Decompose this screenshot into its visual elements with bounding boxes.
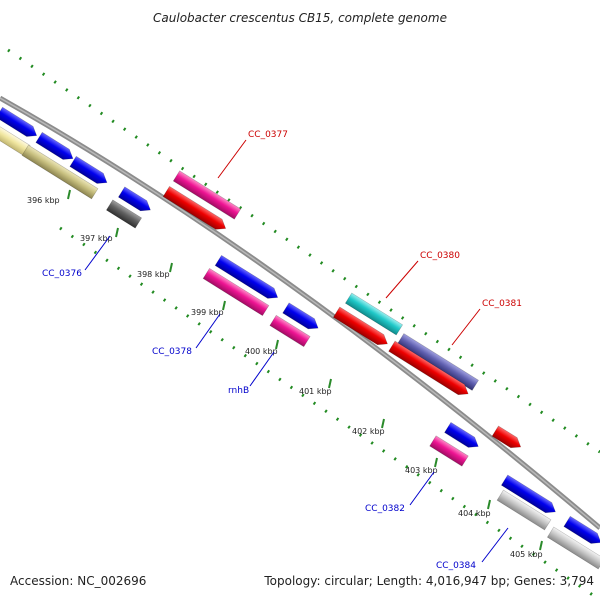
- gene-arrow: [344, 292, 404, 336]
- kbp-tick-label: 405 kbp: [510, 550, 543, 559]
- gene-arrow: [429, 435, 469, 467]
- gene-arrow: [496, 489, 552, 531]
- gene-feature: [172, 170, 242, 220]
- accession-label: Accession: NC_002696: [10, 574, 146, 588]
- kbp-ticks: 396 kbp 397 kbp 398 kbp 399 kbp 400 kbp 401 k…: [27, 189, 543, 559]
- gene-feature: [21, 144, 99, 200]
- gene-label: CC_0381: [482, 299, 522, 309]
- gene-label: CC_0377: [248, 130, 288, 140]
- kbp-tick-mark: [381, 418, 385, 429]
- topology-label: Topology: circular; Length: 4,016,947 bp…: [263, 574, 594, 588]
- kbp-tick-mark: [275, 339, 279, 350]
- gene-arrow: [332, 306, 388, 346]
- kbp-tick-label: 404 kbp: [458, 509, 491, 518]
- kbp-tick-label: 403 kbp: [405, 466, 438, 475]
- gene-feature: [388, 340, 469, 396]
- gene-label-leader: [409, 471, 435, 506]
- gene-feature: [282, 302, 319, 330]
- gene-label-leader: [451, 308, 481, 346]
- gene-label-leader: [385, 260, 419, 299]
- kbp-tick-mark: [169, 262, 173, 273]
- gene-feature: [397, 333, 479, 391]
- gene-feature: [496, 489, 552, 531]
- gene-arrow: [69, 155, 108, 184]
- backbone-highlight: [0, 97, 600, 529]
- gene-feature: [105, 199, 143, 229]
- gene-arrow: [563, 515, 600, 544]
- gene-feature: [344, 292, 404, 336]
- gene-arrow: [282, 302, 319, 330]
- kbp-tick-label: 397 kbp: [80, 234, 113, 243]
- kbp-tick-mark: [115, 227, 119, 238]
- dot-track: [59, 226, 600, 600]
- gene-feature: [0, 106, 38, 137]
- gene-features: [0, 106, 600, 570]
- gene-feature: [546, 526, 600, 570]
- gene-feature: [332, 306, 388, 346]
- gene-feature: [117, 186, 151, 212]
- gene-feature: [202, 267, 270, 317]
- gene-label: CC_0382: [365, 504, 405, 514]
- kbp-tick-label: 401 kbp: [299, 387, 332, 396]
- gene-arrow: [105, 199, 143, 229]
- gene-feature: [214, 254, 279, 299]
- gene-feature: [69, 155, 108, 184]
- gene-feature: [269, 314, 311, 348]
- kbp-tick-mark: [222, 300, 226, 311]
- gene-feature: [35, 131, 74, 160]
- gene-arrow: [21, 144, 99, 200]
- kbp-tick-mark: [539, 540, 543, 551]
- gene-arrow: [172, 170, 242, 220]
- gene-feature: [162, 185, 227, 230]
- gene-feature: [563, 515, 600, 544]
- gene-arrow: [397, 333, 479, 391]
- gene-arrow: [500, 474, 556, 514]
- gene-arrow: [388, 340, 469, 396]
- gene-label-leader: [195, 313, 221, 349]
- gene-feature: [429, 435, 469, 467]
- gene-arrow: [546, 526, 600, 570]
- gene-label: CC_0384: [436, 561, 476, 571]
- kbp-tick-label: 398 kbp: [137, 270, 170, 279]
- gene-label: CC_0380: [420, 251, 460, 261]
- kbp-tick-mark: [434, 457, 438, 468]
- kbp-tick-mark: [328, 378, 332, 389]
- gene-feature: [500, 474, 556, 514]
- gene-label-leader: [217, 139, 247, 179]
- gene-label-leader: [249, 351, 275, 387]
- gene-label-leader: [481, 527, 509, 563]
- gene-arrow: [444, 421, 479, 448]
- gene-arrow: [117, 186, 151, 212]
- kbp-tick-label: 399 kbp: [191, 308, 224, 317]
- gene-arrow: [491, 425, 522, 449]
- gene-arrow: [269, 314, 311, 348]
- kbp-tick-mark: [67, 189, 71, 200]
- gene-feature: [491, 425, 522, 449]
- gene-arrow: [0, 106, 38, 137]
- gene-label: CC_0376: [42, 269, 82, 279]
- gene-arrow: [202, 267, 270, 317]
- gene-label-leader: [84, 235, 111, 271]
- gene-arrow: [214, 254, 279, 299]
- gene-arrow: [162, 185, 227, 230]
- gene-label: rnhB: [228, 386, 249, 396]
- gene-label: CC_0378: [152, 347, 192, 357]
- map-title: Caulobacter crescentus CB15, complete ge…: [153, 11, 447, 25]
- kbp-tick-label: 402 kbp: [352, 427, 385, 436]
- kbp-tick-label: 396 kbp: [27, 196, 60, 205]
- position-dot-tracks: [7, 48, 600, 600]
- gene-feature: [444, 421, 479, 448]
- gene-arrow: [35, 131, 74, 160]
- genome-backbone: [0, 95, 600, 530]
- kbp-tick-mark: [487, 499, 491, 510]
- kbp-tick-label: 400 kbp: [245, 347, 278, 356]
